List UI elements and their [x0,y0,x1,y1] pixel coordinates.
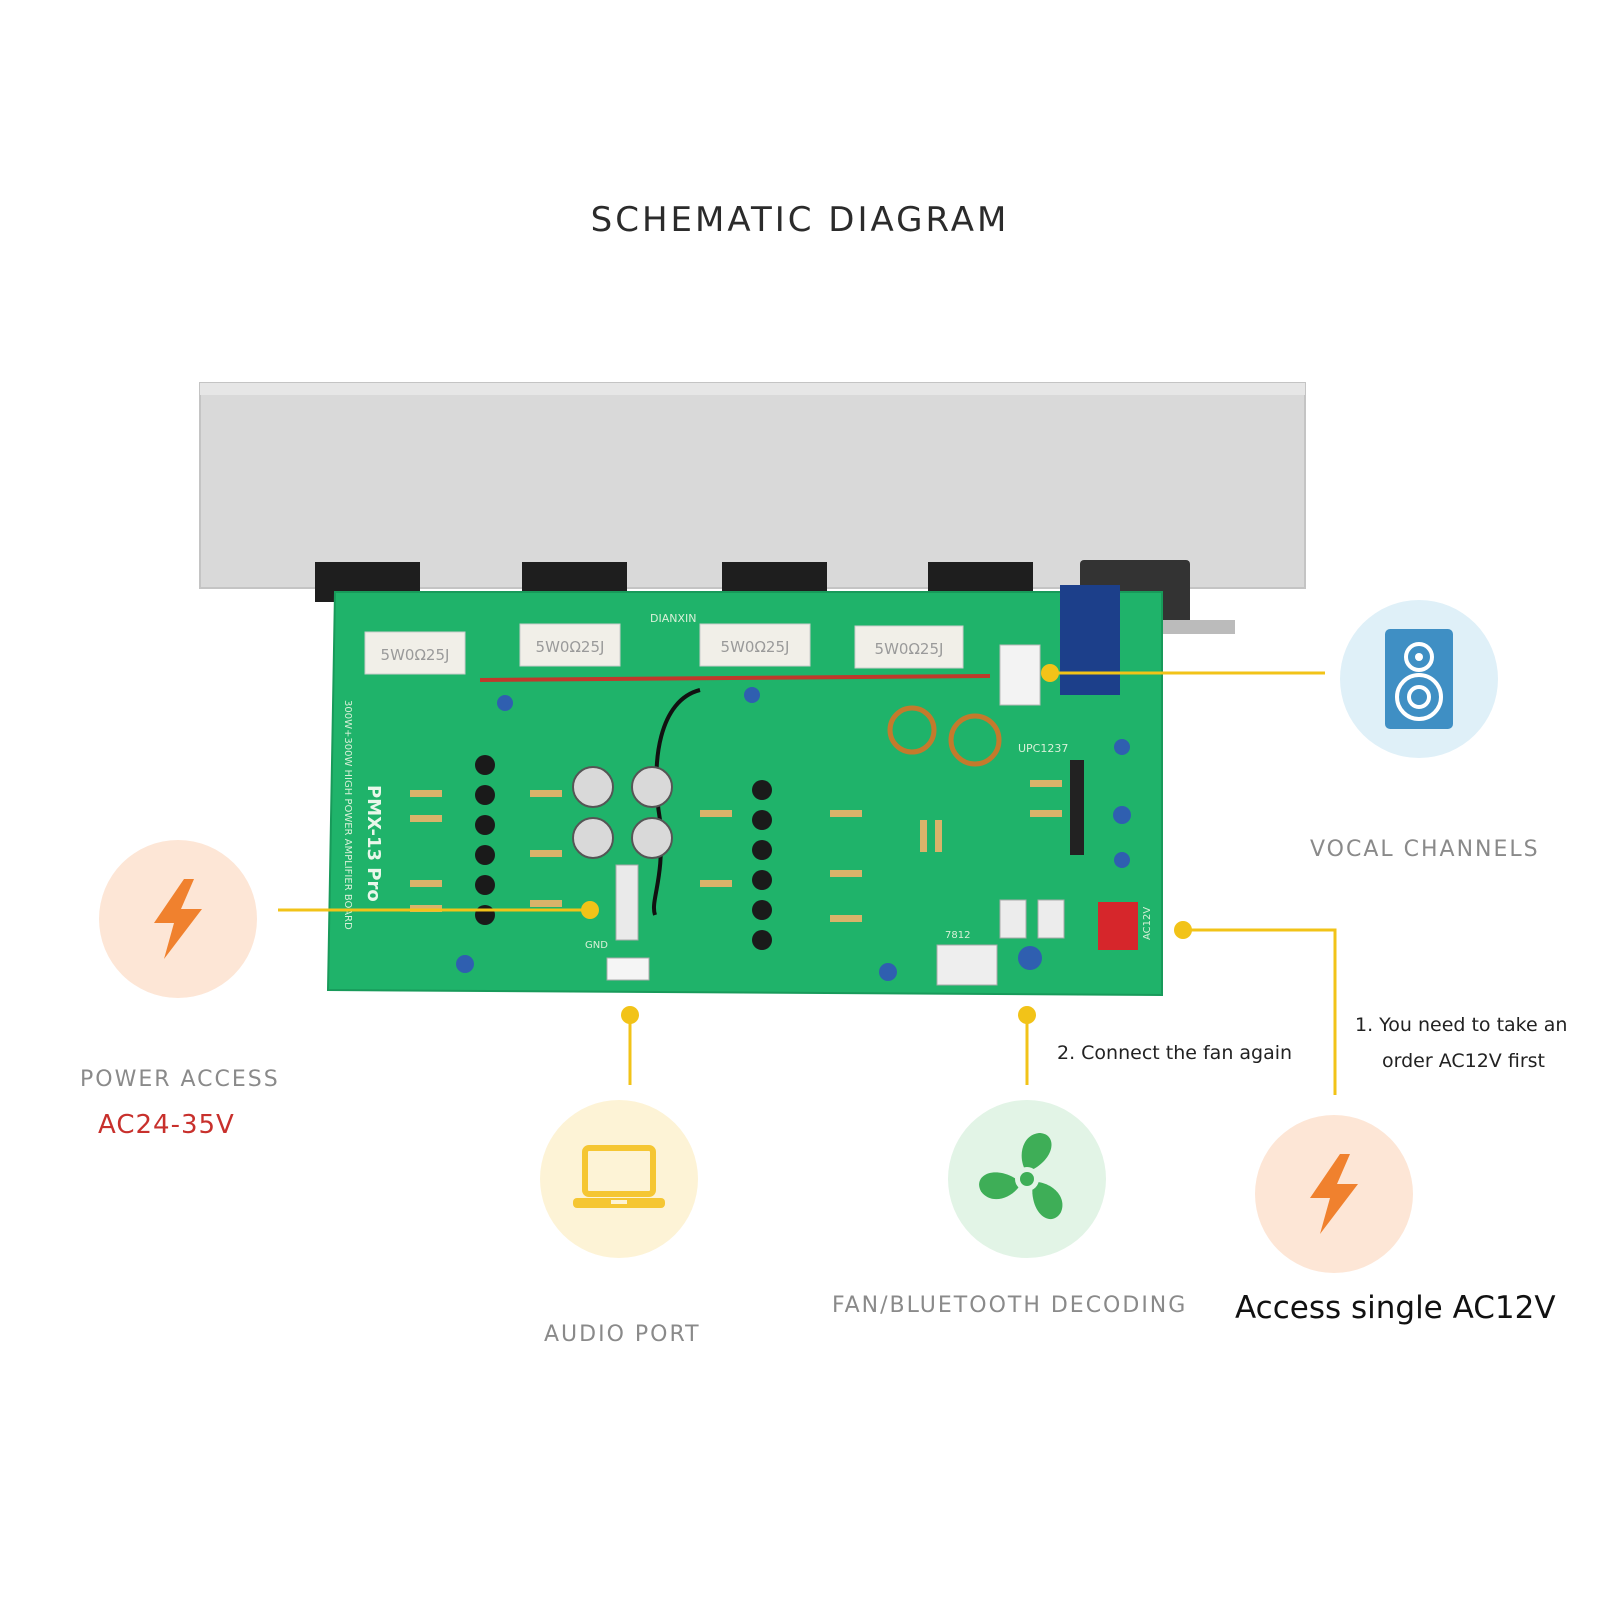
board-model-label: PMX-13 Pro [363,785,384,902]
cement-resistor: 5W0Ω25J [854,625,964,669]
fan-bluetooth-label: FAN/BLUETOOTH DECODING [832,1293,1188,1318]
silk-label: DIANXIN [650,612,696,625]
silk-label: 7812 [945,930,970,941]
page-title: SCHEMATIC DIAGRAM [590,200,1010,240]
silk-label: UPC1237 [1018,742,1068,755]
ac12v-note-line1: 1. You need to take an [1355,1014,1568,1036]
lightning-icon [154,879,202,959]
speaker-icon [1385,629,1453,729]
power-access-circle [99,840,257,998]
silk-label: GND [585,940,608,951]
ac12v-connector-line [1183,928,1337,1095]
fan-bluetooth-circle [948,1100,1106,1258]
resistor-label: 5W0Ω25J [875,640,944,658]
resistor-label: 5W0Ω25J [536,638,605,656]
audio-port-circle [540,1100,698,1258]
laptop-icon [573,1145,665,1208]
fan-note: 2. Connect the fan again [1057,1042,1293,1064]
vocal-channels-circle [1340,600,1498,758]
board-sub-label: 300W+300W HIGH POWER AMPLIFIER BOARD [342,700,353,930]
cement-resistor: 5W0Ω25J [519,623,621,667]
relay [1060,585,1120,695]
silk-label: AC12V [1142,907,1153,940]
power-voltage-label: AC24-35V [98,1110,235,1140]
ac12v-terminal [1098,902,1138,950]
resistor-label: 5W0Ω25J [721,638,790,656]
ac12v-note-line2: order AC12V first [1382,1050,1545,1072]
vocal-channels-label: VOCAL CHANNELS [1310,837,1540,862]
cement-resistor: 5W0Ω25J [364,631,466,675]
cement-resistor: 5W0Ω25J [699,623,811,667]
heatsink [199,382,1306,589]
inductor-coil [887,705,1002,767]
resistor-label: 5W0Ω25J [381,646,450,664]
pcb [326,591,1163,997]
lightning-icon [1310,1154,1358,1234]
fan-icon [979,1133,1063,1219]
power-access-label: POWER ACCESS [80,1067,280,1092]
ac12v-circle [1255,1115,1413,1273]
audio-port-label: AUDIO PORT [544,1322,701,1347]
ac12v-label: Access single AC12V [1235,1290,1556,1326]
power-terminal [615,864,639,941]
